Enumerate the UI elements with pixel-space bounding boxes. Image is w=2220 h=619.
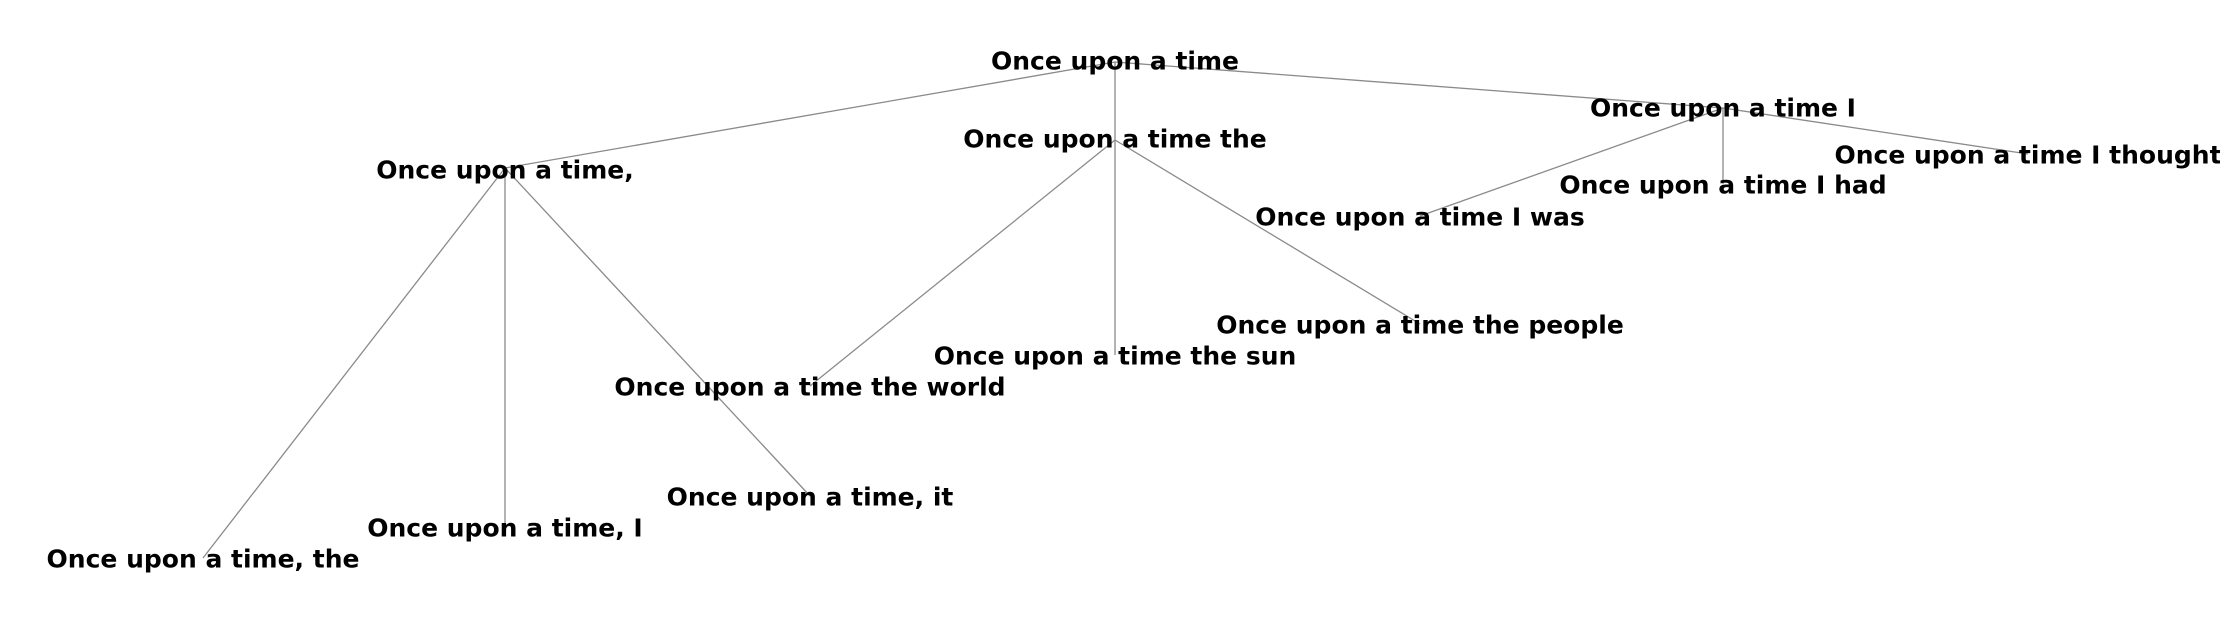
tree-node-label-n3: Once upon a time I xyxy=(1590,94,1856,123)
tree-node-label-n8: Once upon a time the sun xyxy=(934,342,1297,371)
tree-node-label-n7: Once upon a time the world xyxy=(614,373,1005,402)
tree-edge-n2-n7 xyxy=(809,139,1116,387)
tree-edge-n0-n1 xyxy=(504,61,1116,169)
tree-node-label-n12: Once upon a time I thought xyxy=(1834,141,2220,170)
tree-node-label-n5: Once upon a time, I xyxy=(367,514,643,543)
tree-edge-n3-n10 xyxy=(1419,107,1724,217)
tree-node-label-n1: Once upon a time, xyxy=(376,156,634,185)
tree-node-label-n4: Once upon a time, the xyxy=(47,545,360,574)
tree-edge-n1-n6 xyxy=(504,167,811,497)
tree-node-label-n2: Once upon a time the xyxy=(963,125,1266,154)
tree-node-label-n9: Once upon a time the people xyxy=(1216,311,1624,340)
tree-node-label-n6: Once upon a time, it xyxy=(667,483,954,512)
tree-node-label-n0: Once upon a time xyxy=(991,47,1239,76)
tree-edge-n3-n12 xyxy=(1722,107,2029,155)
tree-edge-n2-n9 xyxy=(1114,139,1421,325)
tree-node-label-n10: Once upon a time I was xyxy=(1255,203,1585,232)
tree-edge-n1-n4 xyxy=(202,167,506,559)
tree-edge-n0-n3 xyxy=(1114,61,1724,109)
tree-edges xyxy=(202,61,2029,559)
tree-node-label-n11: Once upon a time I had xyxy=(1559,171,1886,200)
